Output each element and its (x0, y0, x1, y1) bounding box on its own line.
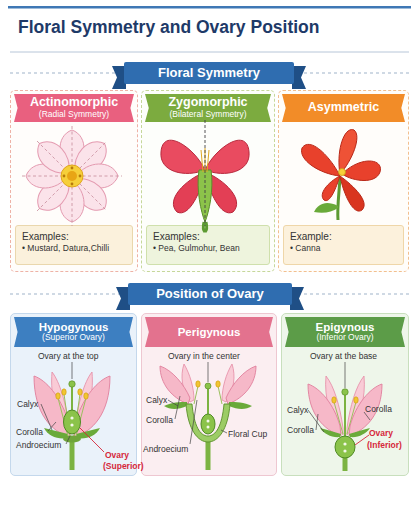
section-banner: Floral Symmetry (124, 62, 294, 84)
banner-label: Position of Ovary (128, 283, 292, 305)
top-rule (8, 6, 411, 9)
examples-heading: Examples: (153, 230, 263, 243)
panel-header-ribbon: Actinomorphic(Radial Symmetry) (14, 94, 134, 122)
title-rule (10, 52, 409, 53)
ovary-label: Ovary (105, 451, 129, 460)
panel-header-ribbon: Asymmetric (282, 94, 405, 122)
section-banner: Position of Ovary (128, 283, 292, 305)
part-label: Calyx (146, 396, 167, 405)
panel-header-ribbon: Perigynous (145, 317, 273, 347)
examples-box: Examples:• Pea, Gulmohur, Bean (146, 225, 270, 265)
part-label: Calyx (287, 406, 308, 415)
ovary-label: (Superior) (103, 462, 144, 471)
panel-subheading: (Inferior Ovary) (316, 333, 373, 343)
banner-tail (290, 287, 304, 310)
panel-header-ribbon: Zygomorphic(Bilateral Symmetry) (145, 94, 271, 122)
part-label: Ovary in the center (168, 352, 240, 361)
part-label: Floral Cup (228, 430, 267, 439)
banner-label: Floral Symmetry (124, 62, 294, 84)
part-label: Calyx (17, 400, 38, 409)
category-panel: Zygomorphic(Bilateral Symmetry) Examples:… (141, 90, 275, 272)
examples-box: Examples:• Mustard, Datura,Chilli (15, 225, 133, 265)
examples-box: Example:• Canna (283, 225, 404, 265)
category-panel: Actinomorphic(Radial Symmetry) Examples:•… (10, 90, 138, 272)
panel-heading: Perigynous (178, 326, 241, 339)
ovary-label: Ovary (369, 429, 393, 438)
examples-list: • Pea, Gulmohur, Bean (153, 243, 263, 255)
panel-heading: Epigynous (316, 321, 375, 334)
examples-heading: Example: (290, 230, 397, 243)
examples-list: • Canna (290, 243, 397, 255)
panel-subheading: (Superior Ovary) (42, 333, 105, 343)
part-label: Androecium (16, 441, 61, 450)
category-panel: Epigynous(Inferior Ovary) (281, 313, 409, 476)
panel-heading: Hypogynous (39, 321, 109, 334)
part-label: Corolla (16, 428, 43, 437)
panel-heading: Asymmetric (308, 101, 380, 115)
banner-tail (292, 66, 306, 89)
category-panel: AsymmetricExample:• Canna (278, 90, 409, 272)
part-label: Corolla (287, 426, 314, 435)
part-label: Corolla (146, 416, 173, 425)
panel-subheading: (Radial Symmetry) (39, 110, 109, 120)
part-label: Androecium (143, 445, 188, 454)
part-label: Ovary at the top (38, 352, 98, 361)
part-label: Ovary at the base (310, 352, 377, 361)
diagram-title: Floral Symmetry and Ovary Position (18, 17, 319, 38)
panel-heading: Actinomorphic (30, 96, 118, 110)
examples-list: • Mustard, Datura,Chilli (22, 243, 126, 255)
part-label: Corolla (365, 405, 392, 414)
panel-header-ribbon: Epigynous(Inferior Ovary) (285, 317, 405, 347)
panel-subheading: (Bilateral Symmetry) (170, 110, 247, 120)
ovary-label: (Inferior) (367, 441, 402, 450)
panel-heading: Zygomorphic (168, 96, 247, 110)
examples-heading: Examples: (22, 230, 126, 243)
panel-header-ribbon: Hypogynous(Superior Ovary) (14, 317, 133, 347)
